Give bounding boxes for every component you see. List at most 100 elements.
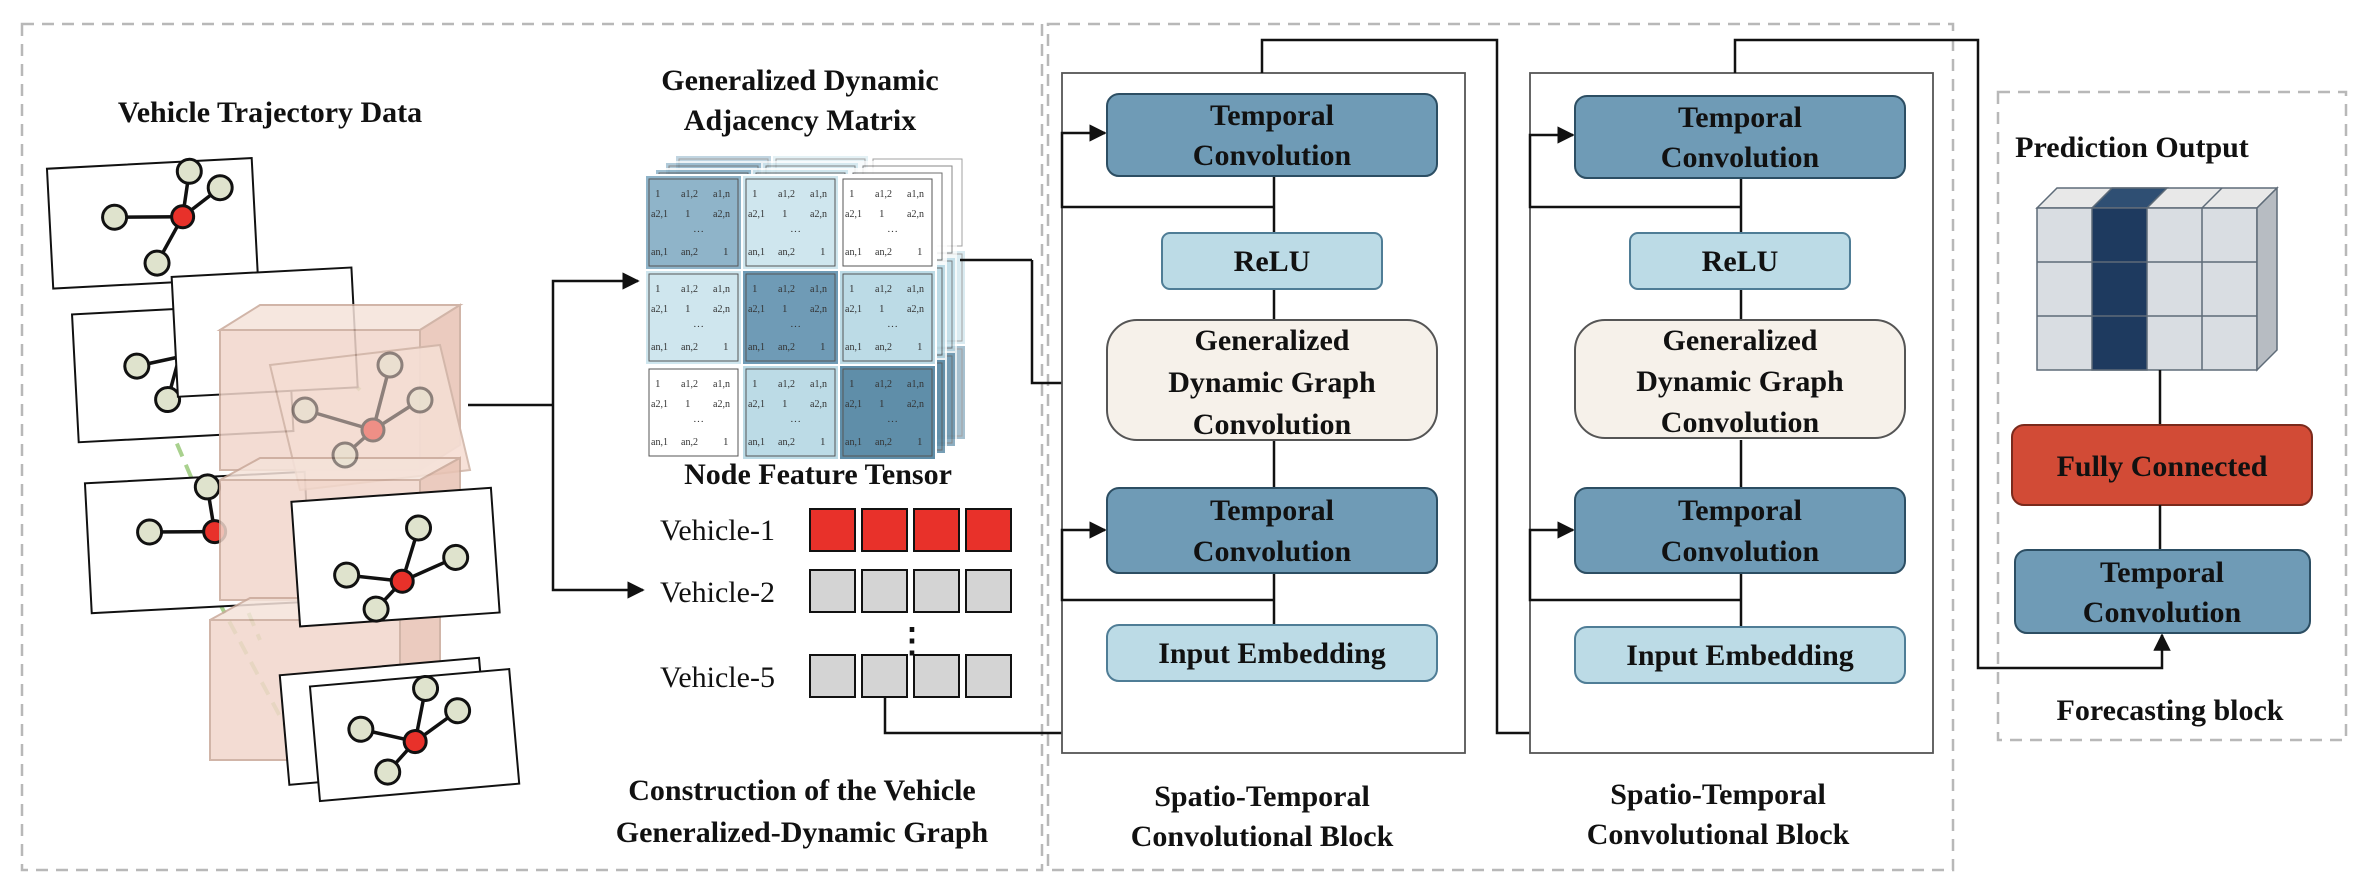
matrix-entry: 1: [782, 208, 788, 220]
matrix-entry: an,1: [748, 342, 765, 353]
input-embedding-box: [1106, 624, 1438, 682]
st-block-1-caption-line1: Spatio-Temporal: [1154, 780, 1370, 813]
matrix-entry: a1,2: [875, 189, 892, 200]
matrix-tile: [838, 174, 937, 271]
st-block-1-caption-line2: Convolutional Block: [1131, 820, 1394, 853]
matrix-tile-border: [648, 368, 739, 457]
matrix-entry: a1,2: [681, 284, 698, 295]
graph-frame: [290, 486, 501, 628]
st-block-2: Temporal Convolution ReLU Generalized Dy…: [1528, 72, 1934, 754]
feature-row-vehicle-2: [809, 569, 1012, 613]
matrix-entry: an,1: [845, 342, 862, 353]
matrix-entry: a1,2: [681, 189, 698, 200]
matrix-entry: 1: [782, 303, 788, 315]
matrix-entry: an,2: [778, 247, 795, 258]
matrix-entry: a1,n: [713, 379, 730, 390]
svg-text:Input Embedding: Input Embedding: [1626, 639, 1854, 672]
svg-text:Input Embedding: Input Embedding: [1158, 637, 1386, 670]
matrix-entry: 1: [917, 246, 923, 258]
matrix-tile: [838, 364, 937, 461]
svg-text:Temporal: Temporal: [1210, 494, 1334, 527]
matrix-entry: 1: [655, 283, 661, 295]
matrix-entry: an,1: [651, 247, 668, 258]
construction-panel: [20, 22, 1044, 872]
feature-row-vehicle-1: [809, 508, 1012, 552]
prediction-output-title: Prediction Output: [2015, 131, 2249, 164]
matrix-entry: an,2: [875, 437, 892, 448]
matrix-entry: a2,1: [748, 304, 765, 315]
matrix-entry: a2,n: [713, 399, 730, 410]
gdgc-box: [1574, 319, 1906, 439]
fully-connected-box: [2011, 424, 2313, 506]
matrix-tile-border: [842, 178, 933, 267]
matrix-entry: 1: [685, 398, 691, 410]
vehicle-label-2: Vehicle-2: [660, 576, 775, 609]
svg-text:Convolution: Convolution: [1661, 406, 1820, 439]
matrix-entry: a2,n: [713, 304, 730, 315]
matrix-tile-border: [745, 273, 836, 362]
matrix-tile: [741, 269, 840, 366]
matrix-entry: a1,2: [778, 189, 795, 200]
svg-text:Convolution: Convolution: [1193, 139, 1352, 172]
matrix-entry: a2,n: [907, 399, 924, 410]
matrix-entry: a2,1: [651, 209, 668, 220]
matrix-entry: a2,n: [907, 304, 924, 315]
svg-text:Generalized: Generalized: [1663, 324, 1818, 357]
temporal-conv-top: [1106, 93, 1438, 177]
matrix-entry: a1,n: [907, 379, 924, 390]
matrix-entry: 1: [752, 378, 758, 390]
svg-text:Temporal: Temporal: [1210, 99, 1334, 132]
matrix-entry: a2,n: [810, 399, 827, 410]
matrix-entry: an,2: [778, 437, 795, 448]
matrix-entry: 1: [752, 283, 758, 295]
matrix-entry: a2,n: [713, 209, 730, 220]
matrix-entry: a1,n: [713, 189, 730, 200]
vehicle-label-5: Vehicle-5: [660, 661, 775, 694]
matrix-entry: ···: [790, 321, 801, 333]
matrix-entry: an,2: [875, 342, 892, 353]
forecast-temporal-conv: [2014, 549, 2311, 634]
svg-text:ReLU: ReLU: [1234, 245, 1311, 278]
matrix-entry: a1,n: [810, 284, 827, 295]
matrix-layer: 1 a1,2 a1,n a2,1 1 a2,n ··· an,1 an,2 1 1 a1,2 a1,n a…: [644, 174, 937, 461]
matrix-entry: 1: [849, 283, 855, 295]
matrix-entry: ···: [790, 416, 801, 428]
temporal-conv-bottom: [1106, 487, 1438, 574]
matrix-entry: 1: [723, 436, 729, 448]
matrix-entry: an,2: [681, 437, 698, 448]
matrix-entry: 1: [849, 378, 855, 390]
matrix-tile: [838, 269, 937, 366]
relu-box: [1629, 232, 1851, 290]
st-block-2-caption-line1: Spatio-Temporal: [1610, 778, 1826, 811]
forecasting-panel: [1996, 90, 2348, 742]
svg-text:Convolution: Convolution: [1193, 408, 1352, 441]
matrix-entry: an,1: [845, 437, 862, 448]
adjacency-title-line1: Generalized Dynamic: [661, 64, 938, 97]
matrix-entry: ···: [887, 416, 898, 428]
matrix-entry: 1: [782, 398, 788, 410]
graph-frame: [45, 156, 260, 290]
construction-caption-line2: Generalized-Dynamic Graph: [616, 816, 989, 849]
matrix-tile-border: [648, 178, 739, 267]
svg-text:Fully Connected: Fully Connected: [2057, 450, 2268, 483]
temporal-conv-bottom: [1574, 487, 1906, 574]
svg-text:Dynamic Graph: Dynamic Graph: [1168, 366, 1376, 399]
matrix-entry: a2,1: [845, 304, 862, 315]
matrix-entry: an,1: [651, 437, 668, 448]
svg-text:Temporal: Temporal: [2100, 556, 2224, 589]
matrix-tile: [644, 174, 743, 271]
forecasting-block-title: Forecasting block: [2057, 694, 2284, 727]
node-feature-title: Node Feature Tensor: [684, 458, 952, 491]
split-connector: [468, 272, 645, 599]
matrix-entry: an,1: [748, 437, 765, 448]
matrix-entry: ···: [693, 321, 704, 333]
svg-text:Convolution: Convolution: [1661, 535, 1820, 568]
construction-caption-line1: Construction of the Vehicle: [628, 774, 976, 807]
svg-text:Dynamic Graph: Dynamic Graph: [1636, 365, 1844, 398]
st-block-1: Temporal Convolution ReLU Generalized Dy…: [1060, 72, 1466, 754]
block2-to-forecast-connector: [1733, 38, 2171, 670]
matrix-entry: an,2: [778, 342, 795, 353]
matrix-entry: 1: [685, 303, 691, 315]
matrix-entry: a1,2: [778, 379, 795, 390]
